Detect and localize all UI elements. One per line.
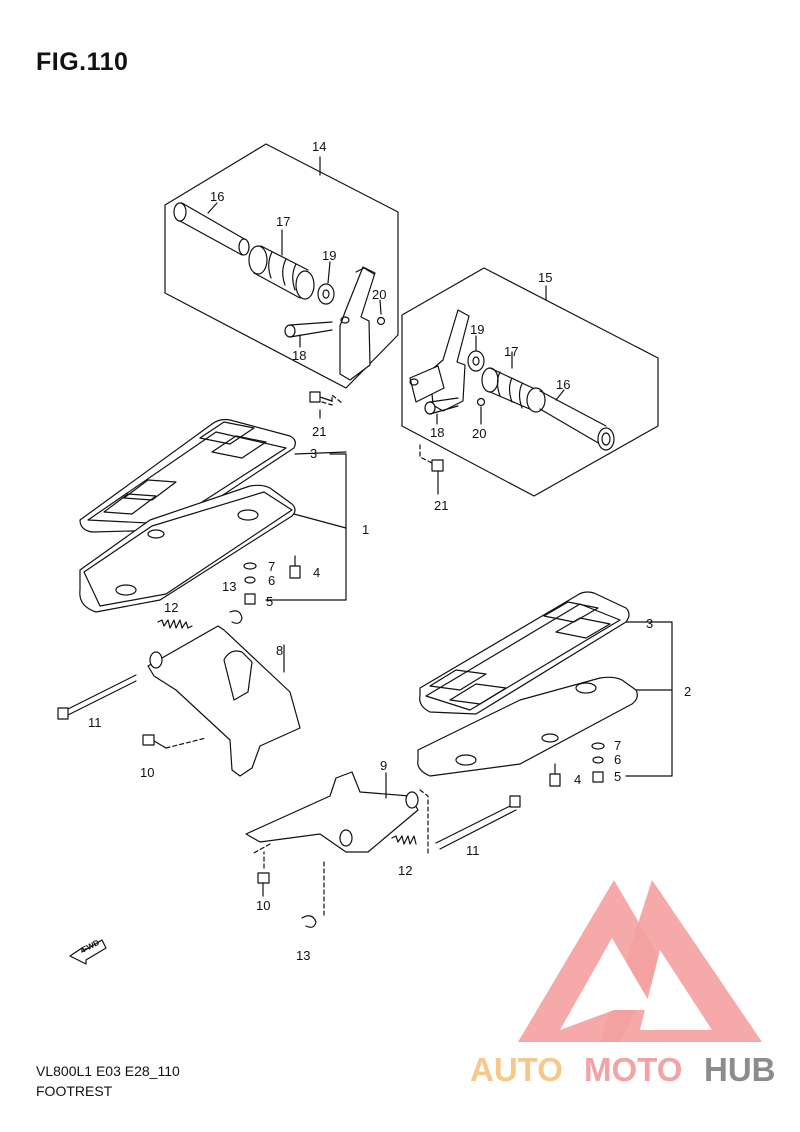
callout-8: 8: [276, 643, 283, 658]
callout-7: 7: [614, 738, 621, 753]
model-code: VL800L1 E03 E28_110: [36, 1063, 180, 1079]
nut-5-left: [244, 593, 256, 605]
callout-17: 17: [504, 344, 518, 359]
callout-5: 5: [266, 594, 273, 609]
floorboard-1-left: [79, 418, 347, 613]
callout-15: 15: [538, 270, 552, 285]
callout-1: 1: [362, 522, 369, 537]
pin-16-left: [173, 202, 250, 256]
nut-5-right: [592, 771, 604, 783]
floorboard-2-right: [417, 591, 673, 777]
long-bolt-11-right: [435, 795, 521, 850]
bolt-10-left: [142, 734, 207, 749]
callout-14: 14: [312, 139, 326, 154]
washer-6-left: [244, 576, 256, 584]
bolt-4-left: [289, 555, 301, 579]
callout-19: 19: [322, 248, 336, 263]
callout-12: 12: [398, 863, 412, 878]
bolt-10-right: [257, 851, 270, 897]
callout-20: 20: [472, 426, 486, 441]
callout-16: 16: [556, 377, 570, 392]
footpeg-assembly-15: [401, 267, 659, 497]
callout-13: 13: [222, 579, 236, 594]
footpeg-rubber-17-left: [248, 229, 315, 300]
washer-6-right: [592, 756, 604, 764]
callout-4: 4: [574, 772, 581, 787]
callout-21: 21: [434, 498, 448, 513]
callout-21: 21: [312, 424, 326, 439]
bolt-4-right: [549, 763, 561, 787]
watermark-logo: AUTO MOTO HUB: [470, 880, 776, 1088]
washer-19-right: [467, 350, 485, 372]
bolt-21-right: [431, 459, 444, 495]
pin-16-right: [539, 390, 615, 451]
callout-11: 11: [466, 843, 480, 858]
washer-19-left: [317, 283, 335, 305]
long-bolt-11-left: [57, 674, 137, 720]
callout-5: 5: [614, 769, 621, 784]
watermark-word-moto: MOTO: [584, 1051, 682, 1088]
clip-13-left: [229, 610, 243, 624]
callout-10: 10: [140, 765, 154, 780]
washer-7-left: [243, 562, 257, 570]
callout-11: 11: [88, 715, 102, 730]
callout-12: 12: [164, 600, 178, 615]
pin-18-right: [424, 397, 459, 425]
footpeg-rubber-17-right: [481, 367, 546, 413]
pin-18-left: [284, 321, 333, 348]
callout-6: 6: [614, 752, 621, 767]
cotter-pin-20-right: [476, 397, 486, 407]
callout-18: 18: [430, 425, 444, 440]
watermark-word-auto: AUTO: [470, 1051, 563, 1088]
forward-arrow-icon: [69, 939, 107, 965]
callout-9: 9: [380, 758, 387, 773]
footpeg-bracket-left: [339, 266, 376, 381]
callout-2: 2: [684, 684, 691, 699]
spring-12-right: [391, 835, 417, 845]
bolt-21-left: [309, 391, 333, 419]
callout-4: 4: [313, 565, 320, 580]
section-name: FOOTREST: [36, 1083, 113, 1099]
callout-3: 3: [646, 616, 653, 631]
callout-3: 3: [310, 446, 317, 461]
callout-19: 19: [470, 322, 484, 337]
washer-7-right: [591, 742, 605, 750]
footpeg-bracket-right: [409, 309, 470, 412]
footpeg-assembly-14: [164, 143, 399, 419]
callout-labels: 14 16 17 19 20 18 21 15 19 17 16 18 20 2…: [81, 139, 692, 963]
callout-16: 16: [210, 189, 224, 204]
spring-12-left: [157, 619, 193, 629]
figure-title: FIG.110: [36, 48, 129, 76]
callout-7: 7: [268, 559, 275, 574]
watermark-word-hub: HUB: [704, 1051, 776, 1088]
footrest-bracket-8: [147, 625, 301, 777]
footrest-bracket-9: [245, 771, 429, 919]
callout-6: 6: [268, 573, 275, 588]
callout-17: 17: [276, 214, 290, 229]
callout-10: 10: [256, 898, 270, 913]
clip-13-right: [301, 915, 317, 928]
callout-18: 18: [292, 348, 306, 363]
callout-20: 20: [372, 287, 386, 302]
callout-13: 13: [296, 948, 310, 963]
cotter-pin-20-left: [376, 316, 386, 326]
